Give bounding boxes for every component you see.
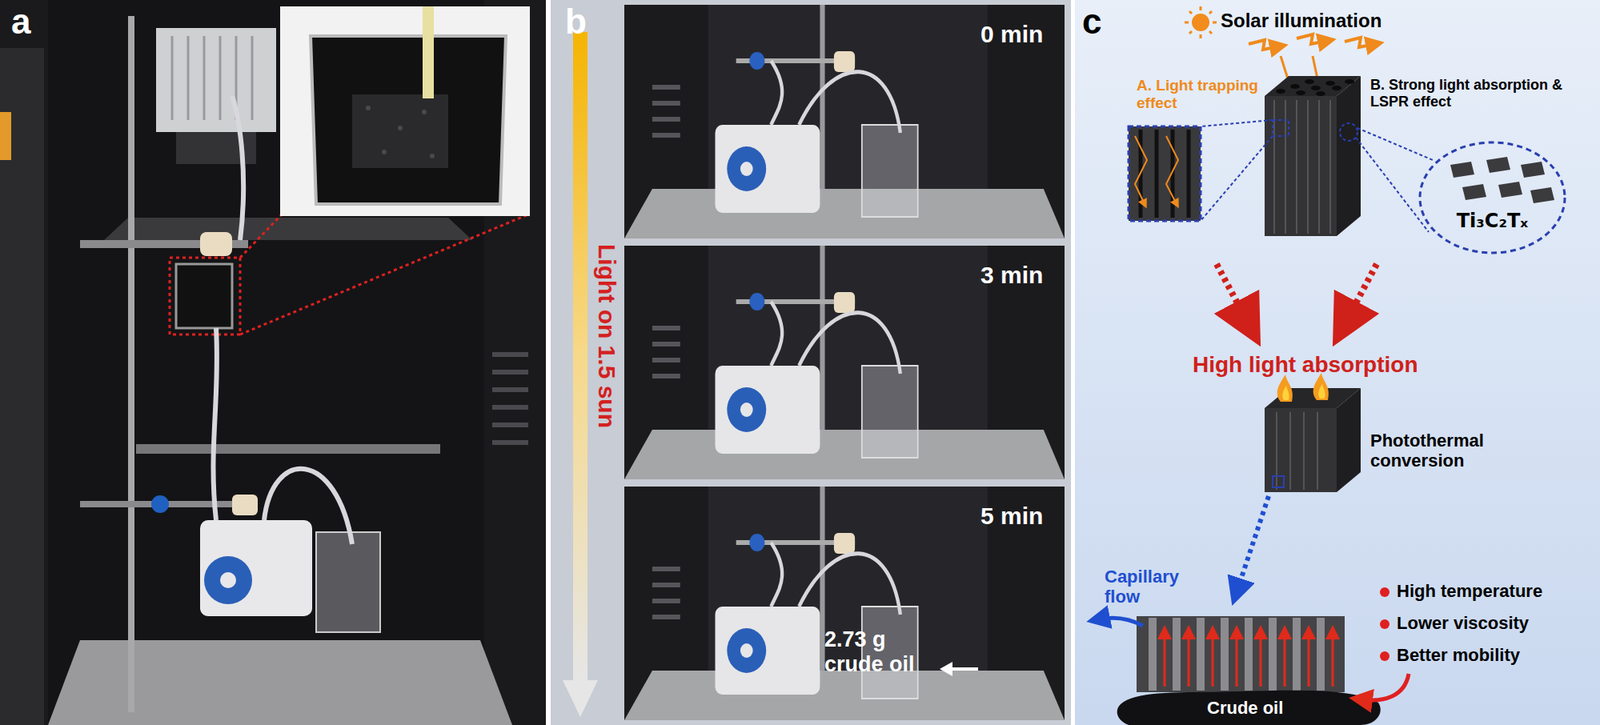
time-label: 0 min — [980, 20, 1043, 49]
flow-label: Capillary flow — [1104, 566, 1201, 608]
panel-letter: c — [1082, 1, 1102, 43]
panel-letter: b — [565, 1, 587, 43]
panel-letter: a — [11, 1, 31, 43]
axis-label: Light on 1.5 sun — [592, 128, 622, 545]
time-label: 5 min — [980, 502, 1043, 531]
effect-label: A. Light trapping effect — [1136, 76, 1273, 113]
dashed-ellipse — [1418, 140, 1567, 255]
result-label: High light absorption — [1192, 352, 1419, 378]
panel-heading: Solar illumination — [1220, 9, 1382, 33]
material-ellipse: Ti₃C₂Tₓ — [1418, 140, 1567, 255]
mass-label: 2.73 g crude oil — [824, 627, 945, 678]
material-formula: Ti₃C₂Tₓ — [1418, 209, 1567, 233]
bullet-text: Better mobility — [1396, 645, 1520, 666]
bullet-text: Lower viscosity — [1396, 613, 1529, 634]
effect-label: B. Strong light absorption & LSPR effect — [1370, 76, 1596, 110]
material-label: Crude oil — [1207, 697, 1284, 718]
process-label: Photothermal conversion — [1370, 430, 1503, 472]
time-label: 3 min — [980, 261, 1043, 290]
bullet-text: High temperature — [1396, 581, 1543, 602]
